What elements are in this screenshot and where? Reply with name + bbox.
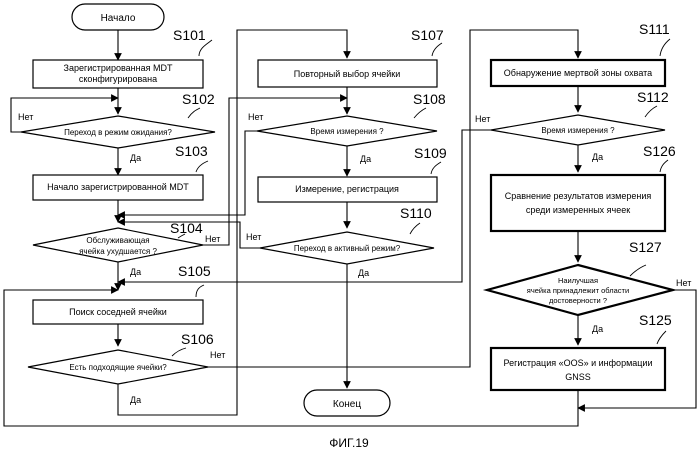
s126-line-1: Сравнение результатов измерения bbox=[505, 191, 652, 201]
s104-yes-label: Да bbox=[130, 267, 141, 277]
label-s105: S105 bbox=[178, 263, 211, 279]
s127-line-3: достоверности ? bbox=[549, 296, 607, 305]
process-s109: Измерение, регистрация bbox=[258, 177, 437, 202]
decision-s108: Время измерения ? bbox=[257, 116, 437, 146]
end-terminal: Конец bbox=[304, 390, 390, 416]
leader-s108 bbox=[414, 108, 426, 118]
s104-line-2: ячейка ухудшается ? bbox=[79, 247, 157, 256]
s104-no-label: Нет bbox=[205, 234, 220, 244]
label-s101: S101 bbox=[173, 27, 206, 43]
s126-line-2: среди измеренных ячеек bbox=[526, 205, 630, 215]
svg-text:Конец: Конец bbox=[333, 399, 361, 410]
decision-s112: Время измерения ? bbox=[491, 115, 665, 145]
svg-text:Начало: Начало bbox=[101, 13, 136, 24]
decision-s127: Наилучшая ячейка принадлежит области дос… bbox=[487, 265, 673, 315]
leader-s111 bbox=[660, 39, 670, 56]
decision-s106: Есть подходящие ячейки? bbox=[28, 350, 208, 384]
s104-line-1: Обслуживающая bbox=[86, 236, 149, 245]
label-s109: S109 bbox=[414, 145, 447, 161]
s112-no-label: Нет bbox=[475, 114, 490, 124]
s102-yes-label: Да bbox=[130, 153, 141, 163]
s110-line-1: Переход в активный режим? bbox=[294, 244, 401, 253]
process-s105: Поиск соседней ячейки bbox=[33, 300, 203, 324]
s101-line-1: Зарегистрированная MDT bbox=[64, 63, 173, 73]
label-s125: S125 bbox=[639, 312, 672, 328]
s127-yes-label: Да bbox=[592, 324, 603, 334]
s106-line-1: Есть подходящие ячейки? bbox=[69, 363, 167, 372]
leader-s109 bbox=[431, 162, 441, 174]
s102-line-1: Переход в режим ожидания? bbox=[64, 128, 172, 137]
s108-line-1: Время измерения ? bbox=[310, 127, 384, 136]
s110-no-label: Нет bbox=[246, 232, 261, 242]
s111-line-1: Обнаружение мертвой зоны охвата bbox=[504, 68, 652, 78]
leader-s112 bbox=[645, 106, 657, 117]
label-s108: S108 bbox=[413, 91, 446, 107]
process-s107: Повторный выбор ячейки bbox=[258, 60, 437, 87]
s106-yes-label: Да bbox=[130, 395, 141, 405]
s106-no-label: Нет bbox=[210, 350, 225, 360]
process-s125: Регистрация «OOS» и информации GNSS bbox=[491, 348, 665, 390]
s127-line-1: Наилучшая bbox=[558, 276, 598, 285]
s127-line-2: ячейка принадлежит области bbox=[527, 286, 629, 295]
start-terminal: Начало bbox=[72, 4, 164, 30]
leader-s106 bbox=[172, 348, 186, 356]
s112-yes-label: Да bbox=[592, 152, 603, 162]
s107-line-1: Повторный выбор ячейки bbox=[294, 69, 401, 79]
decision-s110: Переход в активный режим? bbox=[260, 232, 434, 264]
s112-line-1: Время измерения ? bbox=[541, 126, 615, 135]
label-s106: S106 bbox=[181, 331, 214, 347]
process-s111: Обнаружение мертвой зоны охвата bbox=[491, 60, 665, 86]
label-s126: S126 bbox=[643, 143, 676, 159]
label-s102: S102 bbox=[182, 91, 215, 107]
label-s111: S111 bbox=[639, 21, 670, 37]
s125-line-2: GNSS bbox=[565, 372, 591, 382]
s125-line-1: Регистрация «OOS» и информации bbox=[504, 358, 653, 368]
process-s126: Сравнение результатов измерения среди из… bbox=[491, 175, 665, 231]
s108-no-label: Нет bbox=[248, 112, 263, 122]
label-s107: S107 bbox=[411, 27, 444, 43]
s103-line-1: Начало зарегистрированной MDT bbox=[47, 182, 189, 192]
leader-s103 bbox=[196, 161, 208, 172]
label-s110: S110 bbox=[400, 205, 432, 221]
leader-s126 bbox=[660, 160, 668, 172]
leader-s125 bbox=[657, 331, 666, 344]
s102-no-label: Нет bbox=[18, 112, 33, 122]
s109-line-1: Измерение, регистрация bbox=[295, 184, 399, 194]
leader-s127 bbox=[630, 265, 646, 276]
s110-yes-label: Да bbox=[358, 268, 369, 278]
figure-caption: ФИГ.19 bbox=[329, 436, 369, 450]
s105-line-1: Поиск соседней ячейки bbox=[69, 307, 167, 317]
s101-line-2: сконфигурирована bbox=[79, 74, 157, 84]
process-s103: Начало зарегистрированной MDT bbox=[33, 175, 203, 200]
label-s112: S112 bbox=[637, 89, 669, 105]
process-s101: Зарегистрированная MDT сконфигурирована bbox=[33, 60, 203, 88]
leader-s107 bbox=[432, 43, 442, 56]
label-s127: S127 bbox=[629, 239, 662, 255]
s108-yes-label: Да bbox=[360, 154, 371, 164]
leader-s110 bbox=[410, 223, 420, 234]
leader-s102 bbox=[188, 108, 200, 118]
leader-s105 bbox=[196, 285, 204, 297]
label-s103: S103 bbox=[175, 143, 208, 159]
s127-no-label: Нет bbox=[676, 278, 691, 288]
